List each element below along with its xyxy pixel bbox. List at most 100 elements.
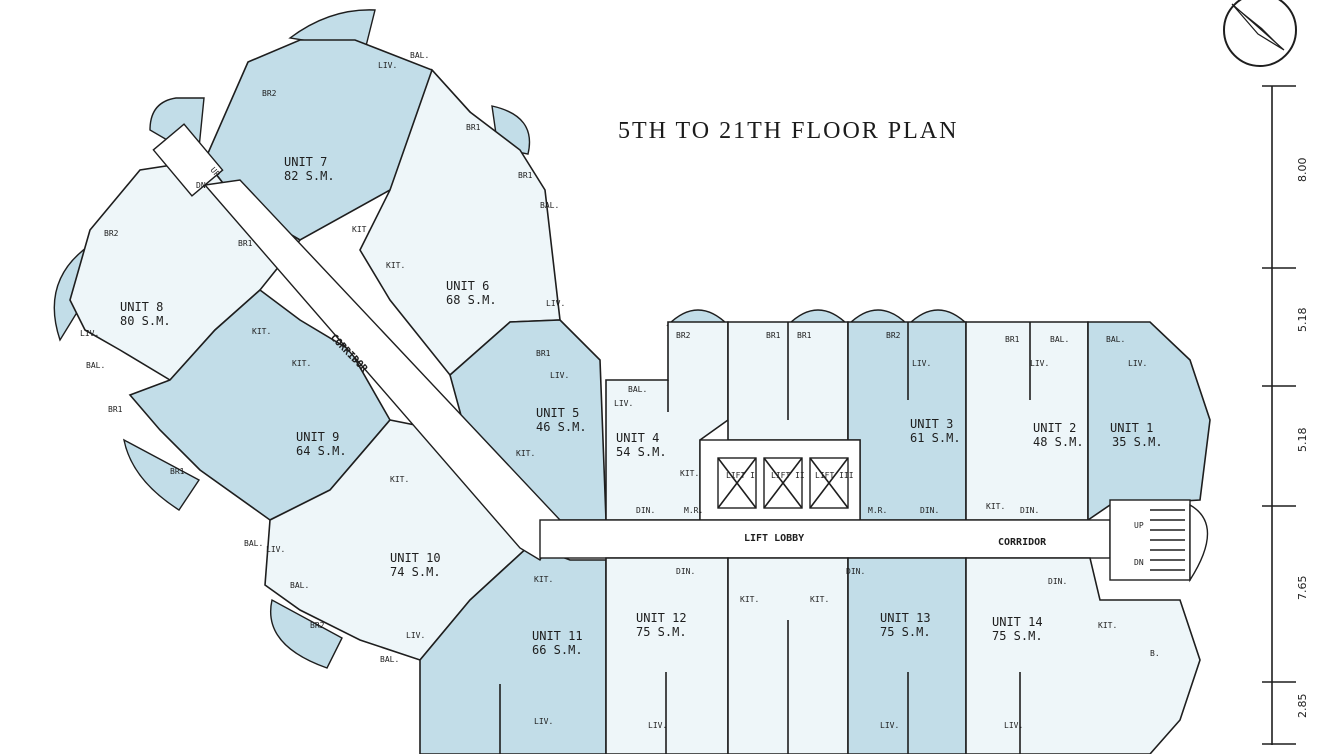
unit-7-area: 82 S.M. bbox=[284, 169, 335, 183]
room-tag: BR1 bbox=[238, 239, 253, 248]
unit-11-name: UNIT 11 bbox=[532, 629, 583, 643]
room-tag: DIN. bbox=[846, 567, 865, 576]
room-tag: KIT. bbox=[986, 502, 1005, 511]
diagonal-wing bbox=[53, 9, 607, 754]
unit-3-area: 61 S.M. bbox=[910, 431, 961, 445]
unit-8-name: UNIT 8 bbox=[120, 300, 163, 314]
room-tag: LIV. bbox=[266, 545, 285, 554]
unit-7-name: UNIT 7 bbox=[284, 155, 327, 169]
unit-10-name: UNIT 10 bbox=[390, 551, 441, 565]
room-tag: LIV. bbox=[378, 61, 397, 70]
unit-1-name: UNIT 1 bbox=[1110, 421, 1153, 435]
room-tag: DIN. bbox=[1020, 506, 1039, 515]
dim-3: 5.18 bbox=[1296, 428, 1309, 453]
room-tag: BR2 bbox=[104, 229, 119, 238]
unit-10-area: 74 S.M. bbox=[390, 565, 441, 579]
room-tag: KIT. bbox=[740, 595, 759, 604]
room-tag: BR2 bbox=[310, 621, 325, 630]
room-tag: BR2 bbox=[886, 331, 901, 340]
room-tag: KIT. bbox=[534, 575, 553, 584]
dim-5: 2.85 bbox=[1296, 694, 1309, 719]
dim-2: 5.18 bbox=[1296, 308, 1309, 333]
room-tag: LIV. bbox=[912, 359, 931, 368]
room-tag: BR1 bbox=[1005, 335, 1020, 344]
room-tag: BR1 bbox=[797, 331, 812, 340]
unit-9-area: 64 S.M. bbox=[296, 444, 347, 458]
page-title: 5TH TO 21TH FLOOR PLAN bbox=[618, 118, 959, 144]
unit-5-area: 46 S.M. bbox=[536, 420, 587, 434]
room-tag: KIT. bbox=[252, 327, 271, 336]
room-tag: LIV. bbox=[648, 721, 667, 730]
unit-labels: UNIT 1 35 S.M. UNIT 2 48 S.M. UNIT 3 61 … bbox=[120, 155, 1163, 657]
corridor-east-label: CORRIDOR bbox=[998, 537, 1047, 548]
lift-3-label: LIFT III bbox=[815, 471, 854, 480]
stair-treads bbox=[1150, 509, 1185, 571]
unit-4-name: UNIT 4 bbox=[616, 431, 659, 445]
room-tag: KIT. bbox=[810, 595, 829, 604]
room-tag: M.R. bbox=[868, 506, 887, 515]
unit-2-area: 48 S.M. bbox=[1033, 435, 1084, 449]
room-tag: LIV. bbox=[1030, 359, 1049, 368]
unit-1-area: 35 S.M. bbox=[1112, 435, 1163, 449]
room-tag: LIV. bbox=[80, 329, 99, 338]
dimension-line: 8.00 5.18 5.18 7.65 2.85 bbox=[1262, 85, 1309, 745]
stair-up-label: UP bbox=[1134, 521, 1144, 530]
room-tag: LIV. bbox=[614, 399, 633, 408]
dim-4: 7.65 bbox=[1296, 576, 1309, 601]
unit-5-name: UNIT 5 bbox=[536, 406, 579, 420]
unit-3-name: UNIT 3 bbox=[910, 417, 953, 431]
room-tag: DIN. bbox=[676, 567, 695, 576]
unit-14-room[interactable] bbox=[965, 557, 1201, 754]
lift-1-label: LIFT I bbox=[726, 471, 755, 480]
room-tag: KIT. bbox=[352, 225, 371, 234]
unit-2-name: UNIT 2 bbox=[1033, 421, 1076, 435]
unit-9-name: UNIT 9 bbox=[296, 430, 339, 444]
room-tag: BAL. bbox=[1106, 335, 1125, 344]
unit-4-area: 54 S.M. bbox=[616, 445, 667, 459]
room-tag: BAL. bbox=[290, 581, 309, 590]
room-tag: BR1 bbox=[766, 331, 781, 340]
room-tag: LIV. bbox=[406, 631, 425, 640]
room-tag: KIT. bbox=[680, 469, 699, 478]
room-tag: BAL. bbox=[1050, 335, 1069, 344]
stair-nw-dn-label: DN bbox=[196, 181, 206, 190]
room-tag: BAL. bbox=[628, 385, 647, 394]
unit-1-room[interactable] bbox=[1087, 321, 1211, 522]
room-tag: DIN. bbox=[636, 506, 655, 515]
dim-1: 8.00 bbox=[1296, 158, 1309, 183]
room-tag: KIT. bbox=[292, 359, 311, 368]
unit-14-name: UNIT 14 bbox=[992, 615, 1043, 629]
room-tag: BAL. bbox=[380, 655, 399, 664]
unit-6-name: UNIT 6 bbox=[446, 279, 489, 293]
room-tag: BR1 bbox=[108, 405, 123, 414]
room-tag: LIV. bbox=[546, 299, 565, 308]
stair-nw bbox=[152, 123, 224, 197]
room-tag: DIN. bbox=[1048, 577, 1067, 586]
room-tag: BAL. bbox=[540, 201, 559, 210]
room-tag: M.R. bbox=[684, 506, 703, 515]
room-tag: B. bbox=[1150, 649, 1160, 658]
room-tag: BR1 bbox=[536, 349, 551, 358]
unit-8-area: 80 S.M. bbox=[120, 314, 171, 328]
room-tag: BR2 bbox=[262, 89, 277, 98]
unit-13-room[interactable] bbox=[847, 557, 967, 754]
room-tag: LIV. bbox=[1004, 721, 1023, 730]
unit-14-area: 75 S.M. bbox=[992, 629, 1043, 643]
room-tags: BAL. BAL. BR1 LIV. LIV. LIV. BR2 BR1 BR1… bbox=[80, 51, 1160, 730]
room-tag: BR1 bbox=[518, 171, 533, 180]
unit-11-room[interactable] bbox=[419, 544, 607, 754]
room-tag: BAL. bbox=[244, 539, 263, 548]
unit-12-room[interactable] bbox=[605, 557, 729, 754]
unit-12-area: 75 S.M. bbox=[636, 625, 687, 639]
room-tag: BR1 bbox=[466, 123, 481, 132]
lift-lobby-label: LIFT LOBBY bbox=[744, 533, 804, 544]
horizontal-wing bbox=[499, 309, 1211, 754]
unit-13-area: 75 S.M. bbox=[880, 625, 931, 639]
north-arrow-icon bbox=[1223, 0, 1297, 67]
stair-dn-label: DN bbox=[1134, 558, 1144, 567]
room-tag: LIV. bbox=[1128, 359, 1147, 368]
unit-12-name: UNIT 12 bbox=[636, 611, 687, 625]
unit-11-area: 66 S.M. bbox=[532, 643, 583, 657]
room-tag: LIV. bbox=[550, 371, 569, 380]
